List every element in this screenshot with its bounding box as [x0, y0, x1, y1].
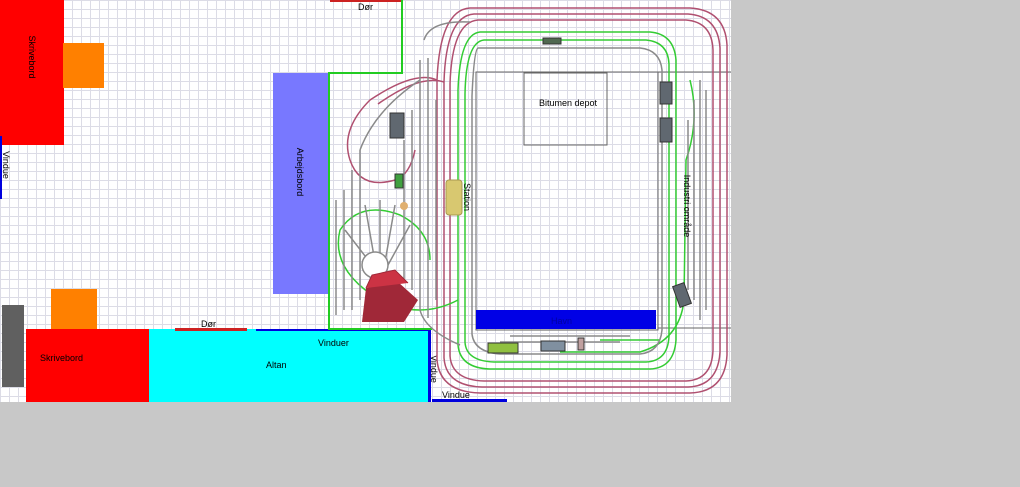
outer-loop-rose [346, 7, 728, 394]
station-building [445, 179, 463, 216]
bitumen-depot-building [523, 72, 608, 146]
harbor-area [476, 310, 656, 329]
window-balcony-side [428, 330, 431, 402]
industry-area-label: Industri område [682, 174, 692, 238]
chair-top-left [63, 43, 104, 88]
workbench [273, 73, 329, 294]
station-tree [400, 202, 408, 210]
windows-balcony-label: Vinduer [318, 338, 349, 348]
desk-bottom-left-label: Skrivebord [40, 353, 84, 363]
bitumen-depot-label: Bitumen depot [539, 98, 598, 108]
door-bottom [175, 328, 247, 331]
door-top [330, 0, 402, 2]
balcony-label: Altan [266, 360, 287, 370]
roundhouse [362, 282, 418, 322]
loco-2 [659, 81, 673, 105]
gray-cabinet [2, 305, 24, 387]
door-bottom-label: Dør [201, 319, 216, 329]
wagon-1 [394, 173, 404, 189]
window-bottom-label: Vindue [442, 390, 470, 400]
industry-boundary [475, 71, 731, 331]
wagon-4 [577, 337, 585, 351]
layout-plan-canvas: Skrivebord Vindue Skrivebord Altan Vindu… [0, 0, 731, 402]
desk-bottom-left [26, 329, 149, 402]
door-top-label: Dør [358, 2, 373, 12]
desk-top-left [0, 0, 64, 145]
loco-4 [671, 281, 693, 309]
window-left [0, 136, 2, 199]
roundhouse-front [365, 269, 409, 289]
loco-5 [540, 340, 566, 352]
harbor-label: Havn [551, 316, 573, 326]
room-walls [328, 0, 432, 330]
wagon-2 [542, 37, 562, 45]
chair-bottom-left [51, 289, 97, 330]
window-bottom [432, 399, 507, 402]
balcony [149, 329, 430, 402]
loco-3 [659, 117, 673, 143]
rolling-stock [389, 37, 693, 354]
wagon-3 [487, 342, 519, 354]
loco-1 [389, 112, 405, 139]
station-label: Station [462, 182, 472, 212]
track-plan [328, 0, 731, 394]
